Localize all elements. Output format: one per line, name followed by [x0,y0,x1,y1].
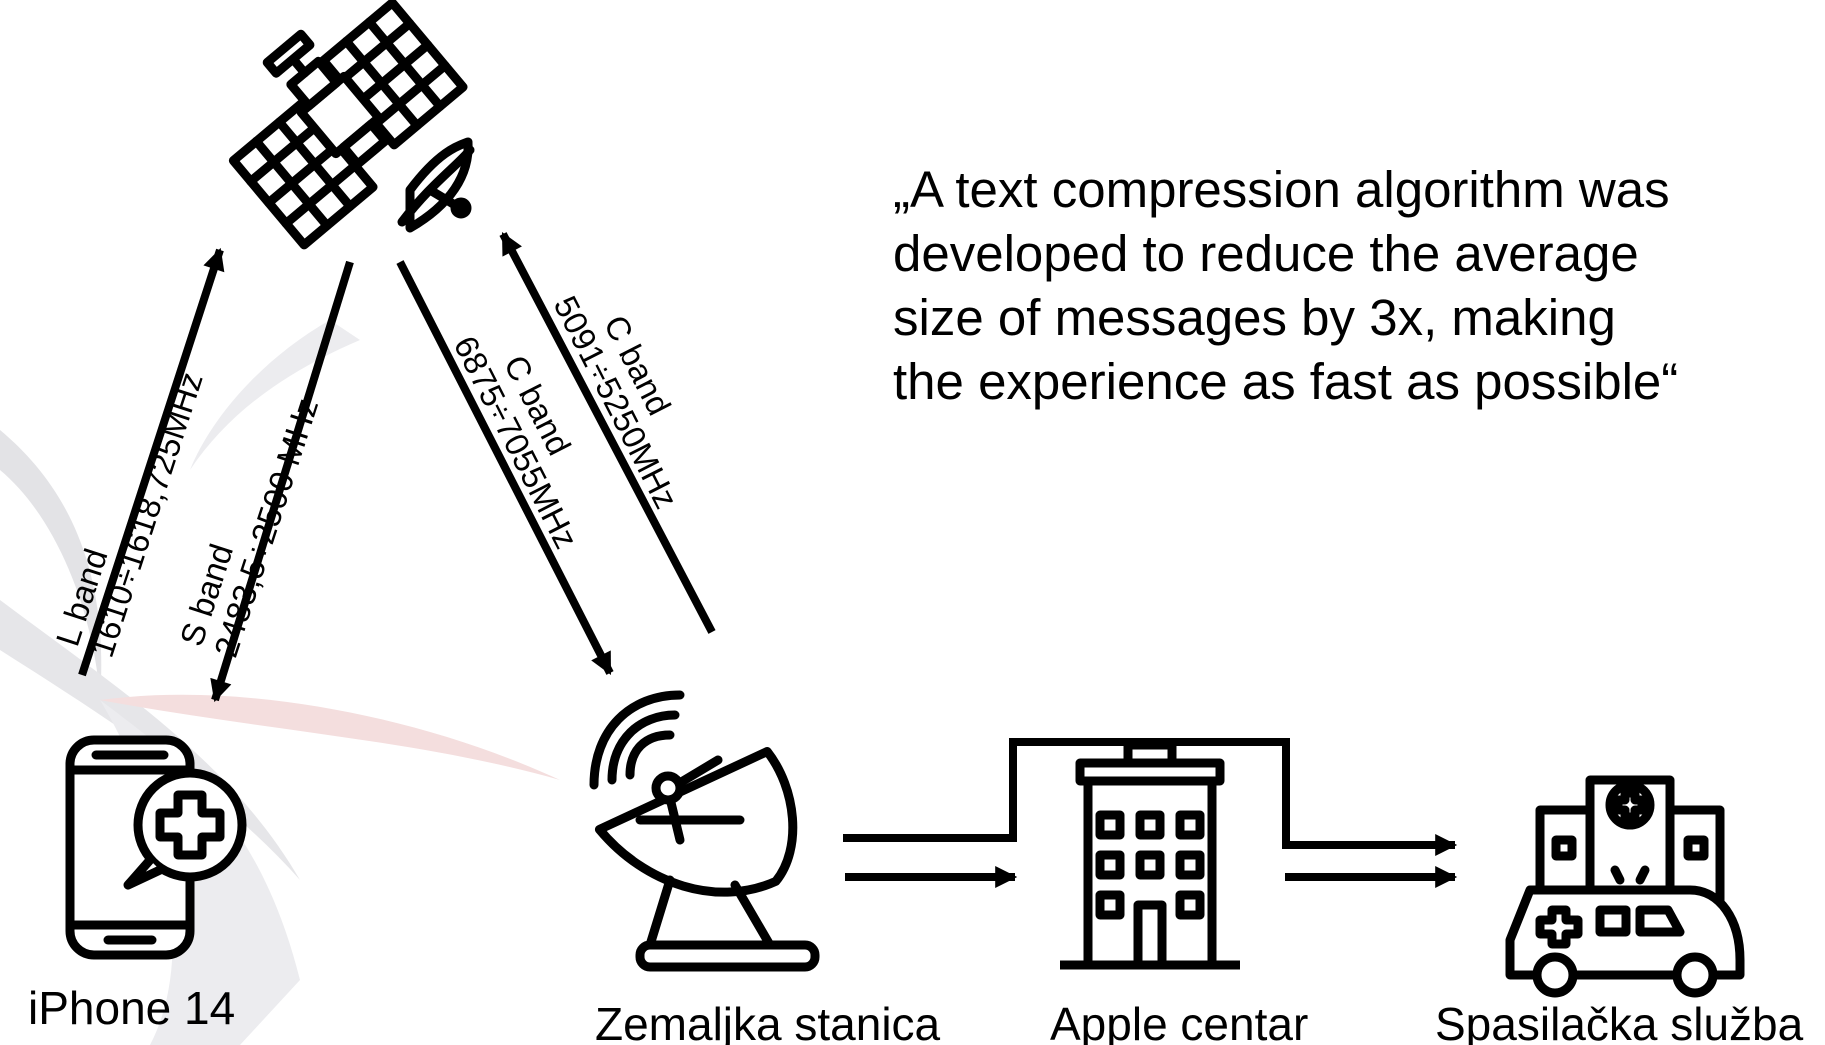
quote-line: developed to reduce the average [893,225,1639,282]
quote-line: the experience as fast as possible“ [893,353,1679,410]
s-band-label: S band 2483,5÷2500 MHz [173,394,326,662]
c-band-up-arrow [499,232,716,634]
satellite-icon [228,0,475,250]
ambulance-hospital-icon [1505,775,1745,998]
station-to-rescue-route [843,738,1458,856]
quote-block: „A text compression algorithm was develo… [893,158,1735,414]
rescue-label: Spasilačka služba [1435,998,1804,1045]
satellite-dish-icon [589,690,820,972]
apple-center-label: Apple centar [1050,998,1308,1045]
office-building-icon [1060,740,1240,970]
s-band-arrow [210,260,354,703]
s-band-freq: 2483,5÷2500 MHz [207,394,325,662]
c-band-down-arrow [396,260,614,675]
link-arrows [78,232,1458,888]
phone-emergency-icon [65,735,247,960]
phone-label: iPhone 14 [28,982,235,1034]
ground-station-label: Zemaljka stanica [595,998,941,1045]
l-band-arrow [78,247,225,677]
quote-line: „A text compression algorithm was [893,161,1670,218]
quote-line: size of messages by 3x, making [893,289,1616,346]
